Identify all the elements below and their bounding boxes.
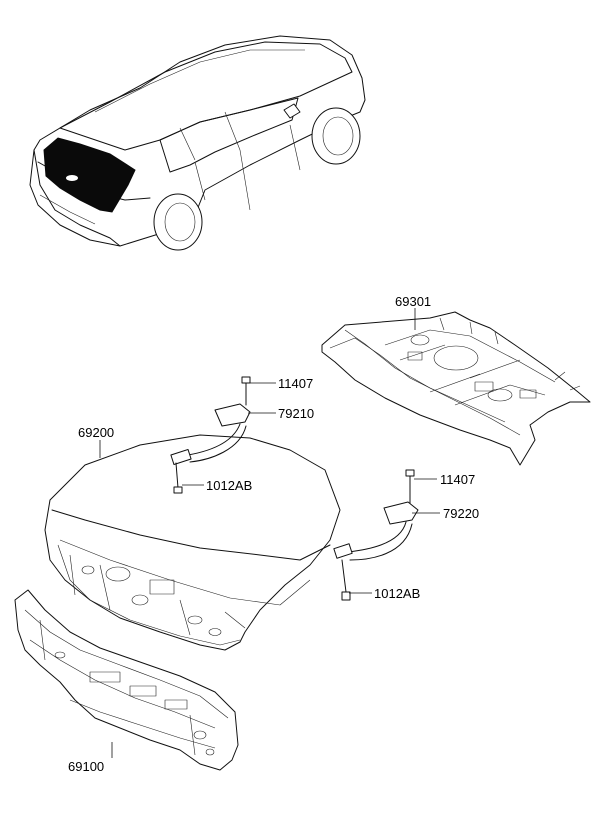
label-69100[interactable]: 69100 xyxy=(68,759,104,774)
label-1012AB-lower[interactable]: 1012AB xyxy=(374,586,420,601)
hinge-79220 xyxy=(333,469,419,601)
trunk-lid-highlight xyxy=(43,137,136,213)
label-69301[interactable]: 69301 xyxy=(395,294,431,309)
label-79210[interactable]: 79210 xyxy=(278,406,314,421)
part-number-labels: 69301 11407 79210 69200 1012AB 11407 792… xyxy=(68,294,479,774)
back-panel-69100 xyxy=(14,589,239,771)
trunk-lid-69200 xyxy=(44,434,341,651)
label-11407-lower[interactable]: 11407 xyxy=(440,472,475,487)
label-1012AB-upper[interactable]: 1012AB xyxy=(206,478,252,493)
rear-package-tray-69301 xyxy=(321,311,591,466)
label-11407-upper[interactable]: 11407 xyxy=(278,376,313,391)
hinge-79210 xyxy=(170,376,251,494)
leader-lines xyxy=(99,308,440,758)
vehicle-illustration xyxy=(29,35,366,251)
label-69200[interactable]: 69200 xyxy=(78,425,114,440)
label-79220[interactable]: 79220 xyxy=(443,506,479,521)
